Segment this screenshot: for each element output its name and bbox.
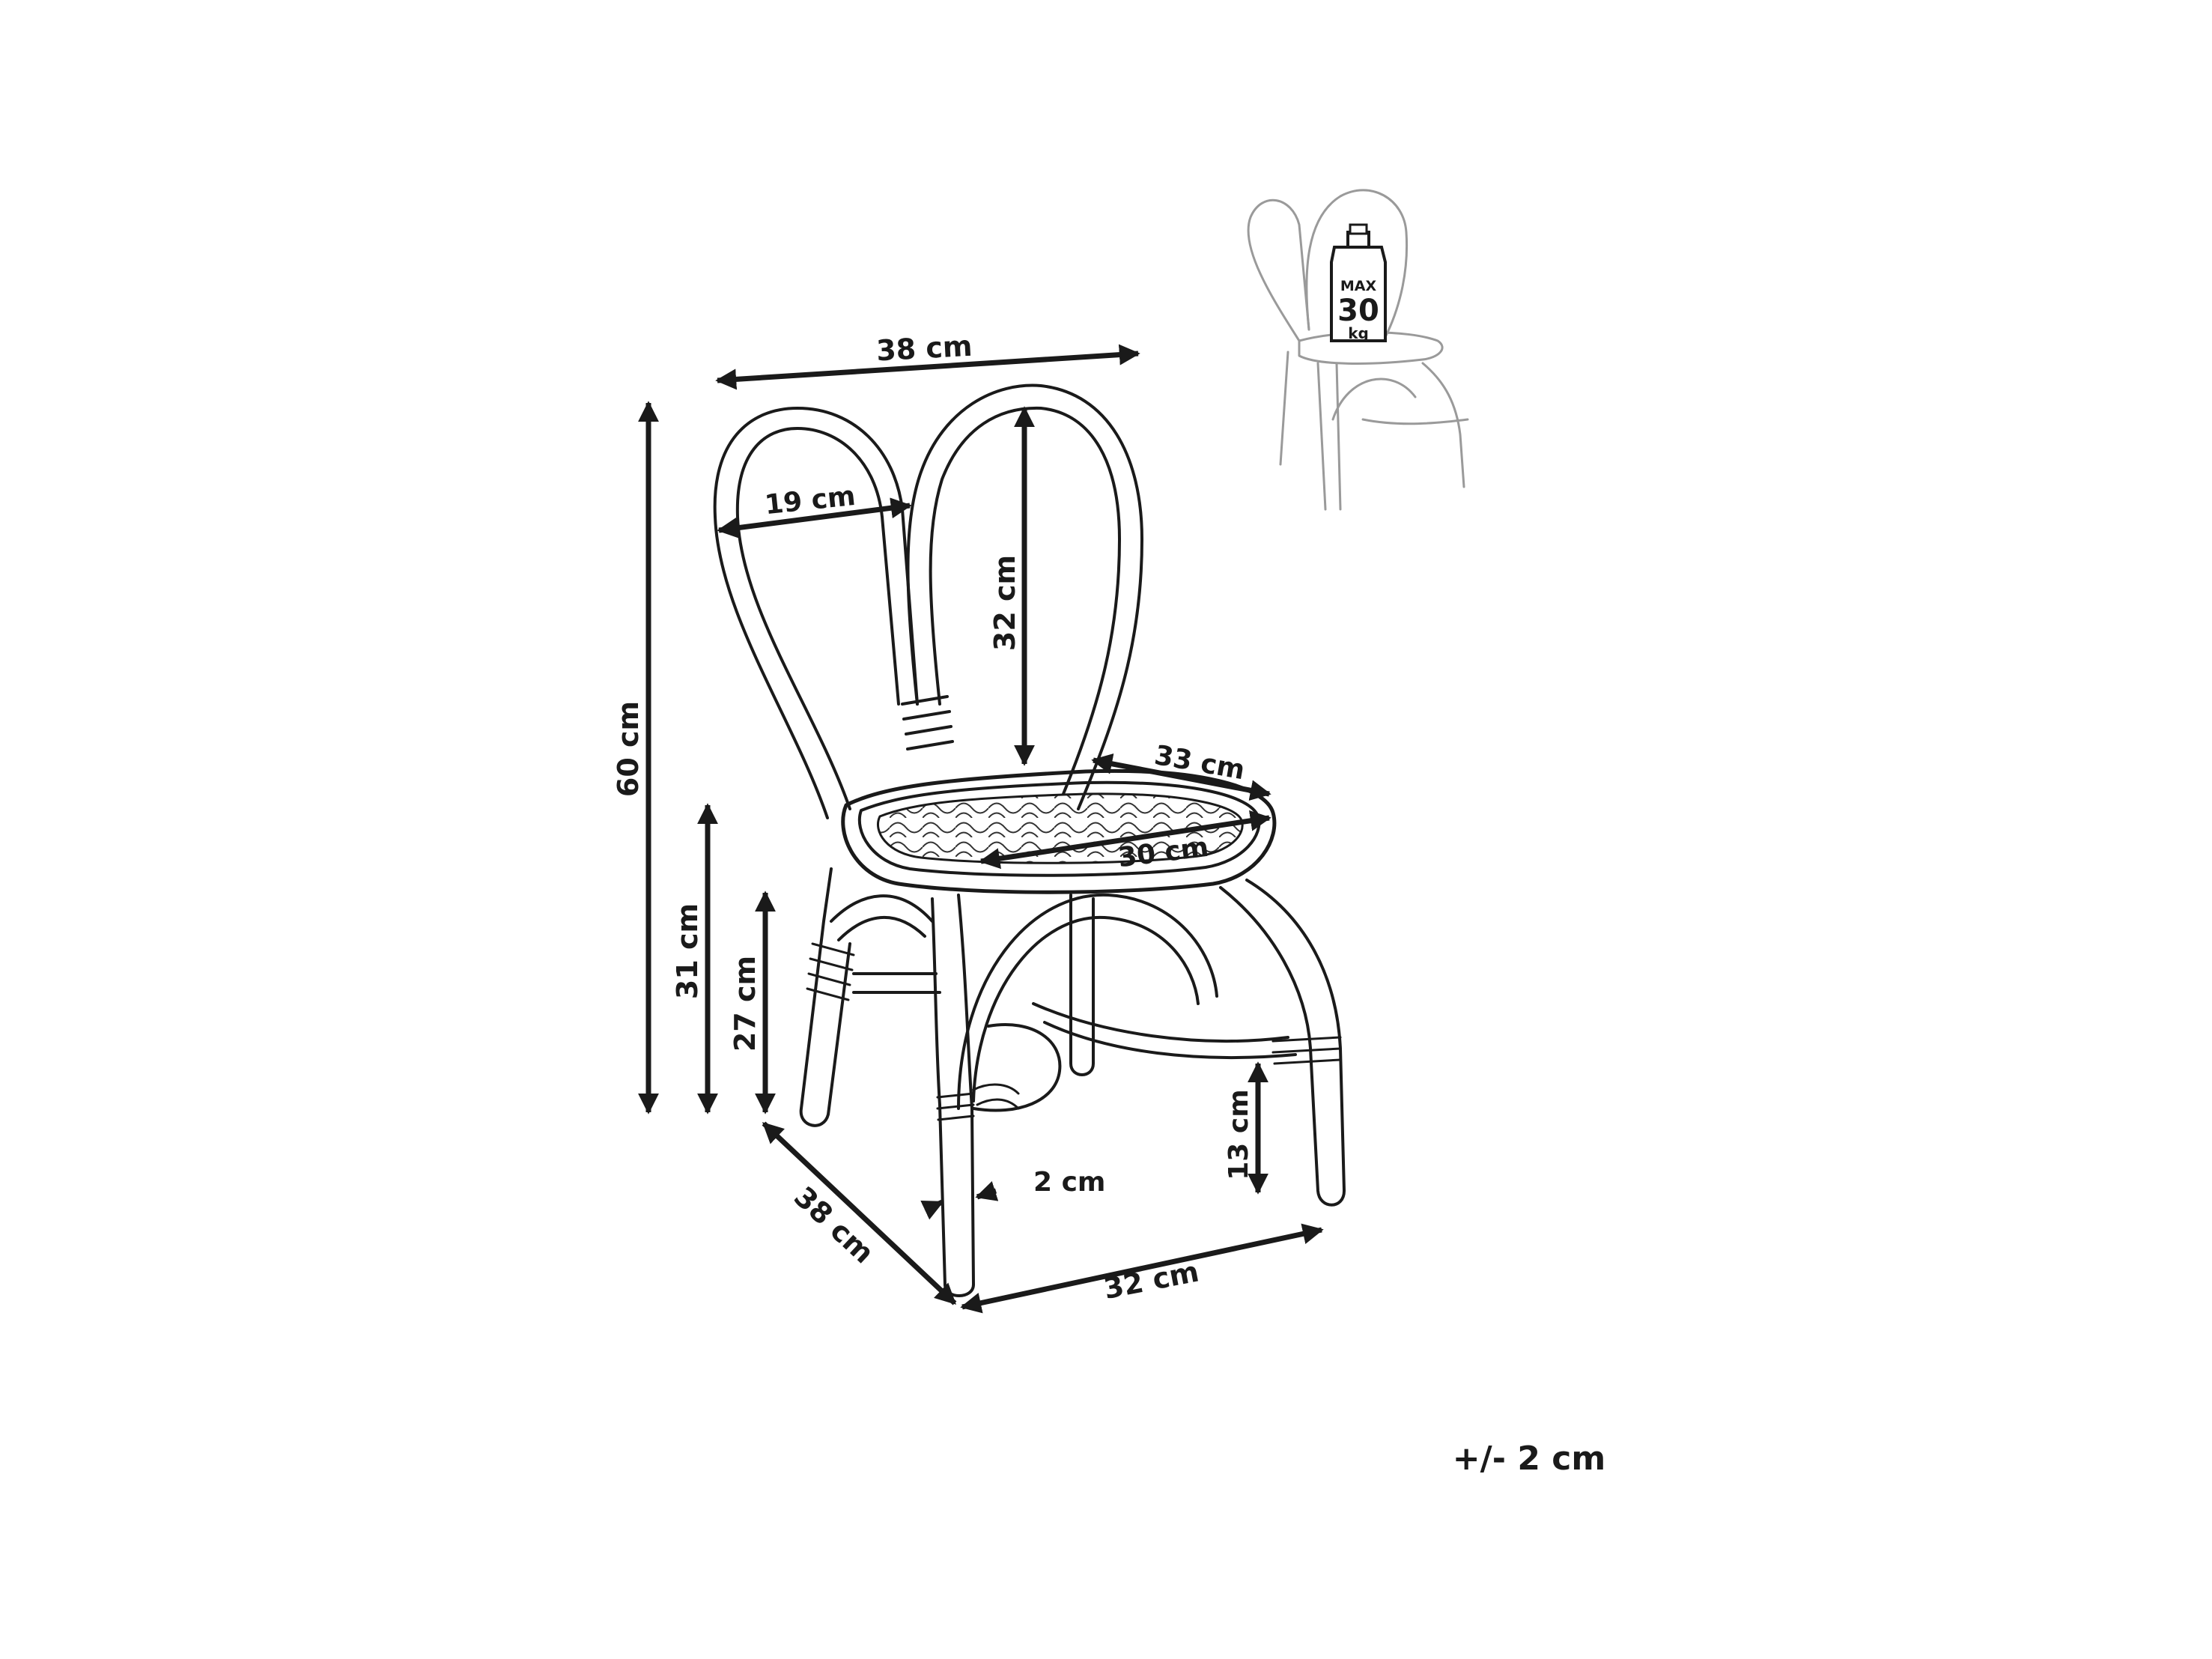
arrow-seat-width bbox=[979, 810, 1271, 870]
label-seat-height: 31 cm bbox=[671, 903, 704, 999]
label-base-width: 32 cm bbox=[1101, 1255, 1201, 1305]
arrow-base-depth bbox=[762, 1121, 957, 1305]
weight-icon: MAX 30 kg bbox=[1330, 223, 1387, 342]
label-leg-diameter: 2 cm bbox=[1033, 1167, 1105, 1198]
tolerance-note: +/- 2 cm bbox=[1453, 1440, 1605, 1478]
max-load-max-label: MAX bbox=[1340, 278, 1377, 294]
arrow-leg-diameter-right bbox=[975, 1180, 999, 1201]
label-leg-height: 27 cm bbox=[729, 956, 762, 1052]
label-stretcher-height: 13 cm bbox=[1224, 1089, 1254, 1180]
label-base-depth: 38 cm bbox=[788, 1180, 881, 1270]
arrow-leg-diameter-left bbox=[920, 1199, 944, 1220]
dimension-arrows bbox=[638, 344, 1324, 1314]
label-top-width: 38 cm bbox=[875, 330, 973, 368]
max-load-value: 30 bbox=[1337, 294, 1379, 328]
max-load-unit: kg bbox=[1348, 324, 1369, 342]
arrow-top-width bbox=[715, 344, 1140, 390]
arrow-back-loop-width bbox=[717, 497, 912, 539]
max-load-thumbnail: MAX 30 kg bbox=[1247, 189, 1469, 511]
arrow-base-width bbox=[960, 1223, 1324, 1314]
label-back-height: 32 cm bbox=[988, 555, 1021, 651]
label-total-height: 60 cm bbox=[612, 701, 645, 797]
arrow-seat-depth bbox=[1091, 753, 1271, 801]
